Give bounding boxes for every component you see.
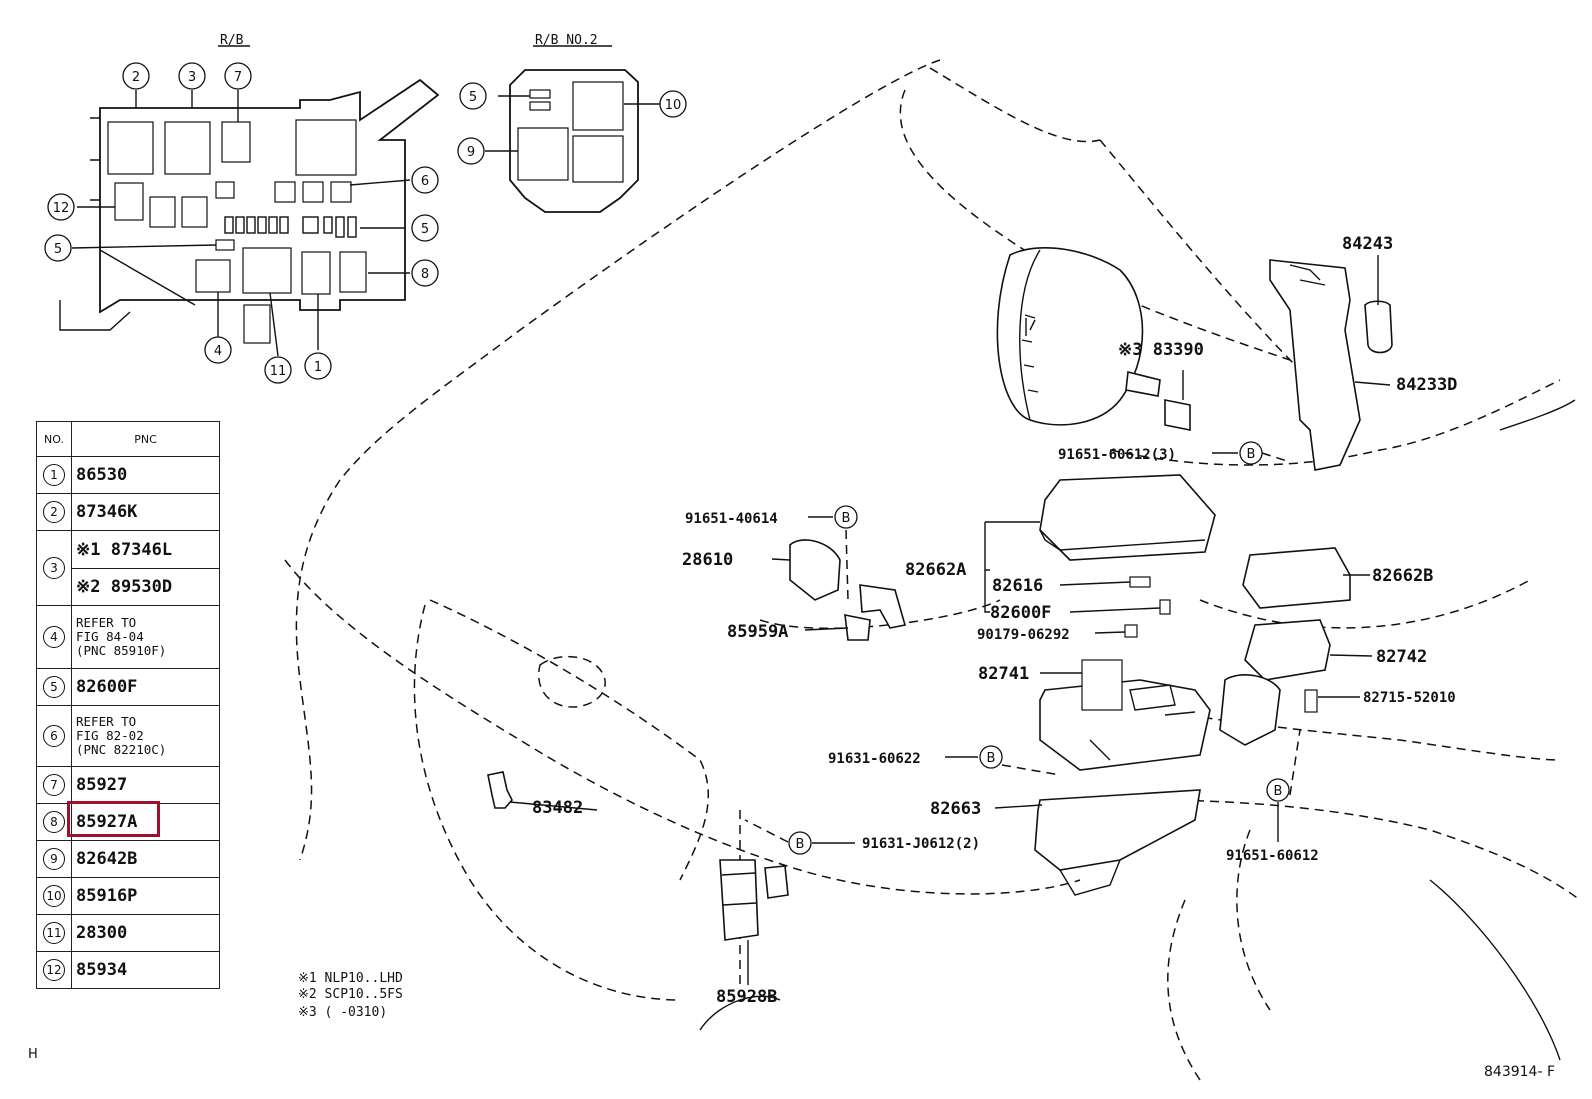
header-no: NO. <box>36 421 72 457</box>
relay-block-inset: R/B <box>44 33 440 384</box>
label-82616: 82616 <box>992 576 1043 596</box>
corner-code: H <box>28 1047 38 1062</box>
rb2-title: R/B NO.2 <box>535 33 598 48</box>
label-82742: 82742 <box>1376 647 1427 667</box>
b-callout-1: B <box>1247 447 1256 462</box>
row-number: 11 <box>43 922 65 944</box>
relay-block-2-inset: R/B NO.2 5 10 9 <box>457 33 687 213</box>
svg-text:4: 4 <box>214 344 222 359</box>
pnc-link[interactable]: 87346K <box>71 493 220 531</box>
pnc-link[interactable]: 28300 <box>71 914 220 952</box>
row-number: 9 <box>43 848 65 870</box>
table-row[interactable]: 11 28300 <box>36 914 220 952</box>
refer-note: REFER TO FIG 82-02 (PNC 82210C) <box>76 714 167 757</box>
label-91651-60612-3: 91651-60612(3) <box>1058 447 1176 463</box>
bolt-callouts: B B B B B <box>788 441 1290 855</box>
label-85928b: 85928B <box>716 987 777 1007</box>
footnotes: ※1 NLP10..LHD ※2 SCP10..5FS ※3 ( -0310) <box>298 971 403 1020</box>
table-row[interactable]: 2 87346K <box>36 493 220 531</box>
label-83390: ※3 83390 <box>1118 340 1204 360</box>
row-number: 12 <box>43 959 65 981</box>
svg-text:3: 3 <box>188 70 196 85</box>
row-number: 2 <box>43 501 65 523</box>
figure-id: 843914- F <box>1484 1064 1555 1080</box>
rb-title: R/B <box>220 33 244 48</box>
pnc-link[interactable]: 85916P <box>71 877 220 915</box>
pnc-link[interactable]: 85934 <box>71 951 220 989</box>
svg-text:9: 9 <box>467 145 475 160</box>
svg-text:1: 1 <box>314 360 322 375</box>
svg-text:6: 6 <box>421 174 429 189</box>
row-number: 4 <box>43 626 65 648</box>
pnc-link[interactable]: 82600F <box>71 668 220 706</box>
leader-lines <box>509 255 1391 985</box>
table-row[interactable]: 12 85934 <box>36 951 220 989</box>
footnote-1: ※1 NLP10..LHD <box>298 971 403 986</box>
pnc-link[interactable]: 82642B <box>71 840 220 878</box>
svg-text:5: 5 <box>54 242 62 257</box>
pnc-link-selected[interactable]: 85927A <box>76 812 138 832</box>
pnc-link[interactable]: 86530 <box>71 456 220 494</box>
table-row[interactable]: 9 82642B <box>36 840 220 878</box>
row-number: 10 <box>43 885 65 907</box>
footnote-3: ※3 ( -0310) <box>298 1005 387 1020</box>
table-row: 6 REFER TO FIG 82-02 (PNC 82210C) <box>36 705 220 767</box>
header-pnc: PNC <box>71 421 220 457</box>
svg-text:5: 5 <box>421 222 429 237</box>
label-84233d: 84233D <box>1396 375 1457 395</box>
label-91651-40614: 91651-40614 <box>685 511 778 527</box>
pnc-link[interactable]: ※2 89530D <box>72 567 219 605</box>
label-28610: 28610 <box>682 550 733 570</box>
b-callout-4: B <box>796 837 805 852</box>
label-91631-60622: 91631-60622 <box>828 751 921 767</box>
b-callout-2: B <box>842 511 851 526</box>
footnote-2: ※2 SCP10..5FS <box>298 987 403 1002</box>
label-82741: 82741 <box>978 664 1029 684</box>
label-82662a: 82662A <box>905 560 966 580</box>
label-82600f: 82600F <box>990 603 1051 623</box>
svg-text:10: 10 <box>665 98 682 113</box>
label-84243: 84243 <box>1342 234 1393 254</box>
table-row: 4 REFER TO FIG 84-04 (PNC 85910F) <box>36 605 220 669</box>
table-row[interactable]: 7 85927 <box>36 766 220 804</box>
part-labels: 84243 ※3 83390 84233D 91651-60612(3) 916… <box>532 234 1457 1007</box>
svg-text:12: 12 <box>53 201 70 216</box>
selection-highlight <box>67 801 160 837</box>
row-number: 5 <box>43 676 65 698</box>
label-82662b: 82662B <box>1372 566 1433 586</box>
pnc-table: NO. PNC 1 86530 2 87346K 3 ※1 87346L ※2 … <box>36 421 220 989</box>
pnc-link[interactable]: 85927 <box>71 766 220 804</box>
table-row-selected[interactable]: 8 85927A <box>36 801 220 841</box>
parts <box>487 247 1393 941</box>
row-number: 3 <box>43 557 65 579</box>
label-90179-06292: 90179-06292 <box>977 627 1070 643</box>
table-row[interactable]: 3 ※1 87346L ※2 89530D <box>36 530 220 606</box>
b-callout-5: B <box>1274 784 1283 799</box>
table-row[interactable]: 1 86530 <box>36 456 220 494</box>
label-82715-52010: 82715-52010 <box>1363 690 1456 706</box>
svg-text:11: 11 <box>270 364 287 379</box>
row-number: 7 <box>43 774 65 796</box>
label-91651-60612: 91651-60612 <box>1226 848 1319 864</box>
table-row[interactable]: 5 82600F <box>36 668 220 706</box>
b-callout-3: B <box>987 751 996 766</box>
svg-text:8: 8 <box>421 267 429 282</box>
row-number: 8 <box>43 811 65 833</box>
refer-note: REFER TO FIG 84-04 (PNC 85910F) <box>76 615 167 658</box>
pnc-link[interactable]: ※1 87346L <box>76 539 173 560</box>
label-85959a: 85959A <box>727 622 788 642</box>
svg-text:2: 2 <box>132 70 140 85</box>
row-number: 1 <box>43 464 65 486</box>
label-82663: 82663 <box>930 799 981 819</box>
svg-text:5: 5 <box>469 90 477 105</box>
row-number: 6 <box>43 725 65 747</box>
svg-text:7: 7 <box>234 70 242 85</box>
label-83482: 83482 <box>532 798 583 818</box>
table-row[interactable]: 10 85916P <box>36 877 220 915</box>
label-91631-j0612-2: 91631-J0612(2) <box>862 836 980 852</box>
